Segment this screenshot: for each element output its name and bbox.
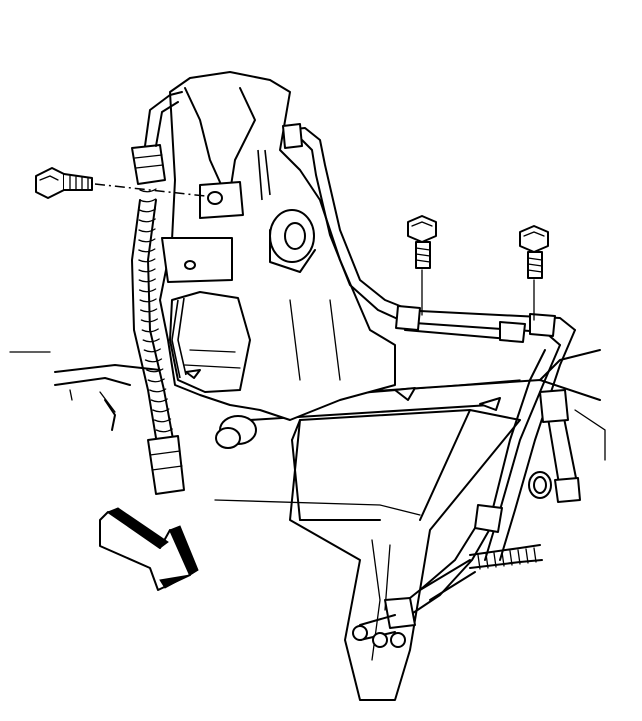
hose-rib xyxy=(138,248,156,253)
hose-rib xyxy=(138,208,157,213)
hose-rib xyxy=(139,298,157,303)
hose-rib xyxy=(153,418,172,423)
conduit-rib xyxy=(501,551,505,567)
hose-rib xyxy=(138,258,156,263)
hose-rib xyxy=(138,278,156,283)
hose-rib xyxy=(138,238,156,243)
steel-brake-lines xyxy=(282,123,581,561)
conduit-rib xyxy=(485,553,489,569)
conduit-rib xyxy=(509,550,513,566)
hose-rib xyxy=(155,428,173,433)
locating-tabs xyxy=(185,369,501,411)
conduit-rib xyxy=(517,549,521,565)
hose-rib xyxy=(138,288,157,293)
hose-rib xyxy=(144,358,163,363)
conduit-rib xyxy=(477,554,481,570)
hose-rib xyxy=(143,348,161,353)
conduit-rib xyxy=(525,548,529,564)
hose-rib xyxy=(139,188,157,193)
front-direction-arrow xyxy=(99,507,199,591)
mounting-bracket xyxy=(159,71,396,449)
conduit-rib xyxy=(493,552,497,568)
hose-rib xyxy=(142,338,160,343)
frame-rail xyxy=(289,409,521,701)
hose-rib xyxy=(147,378,165,383)
bolt-left xyxy=(35,167,206,199)
hose-rib xyxy=(146,368,164,373)
hose-rib xyxy=(138,218,156,223)
hose-rib xyxy=(152,408,170,413)
conduit-rib xyxy=(533,547,537,563)
hose-rib xyxy=(149,388,167,393)
hose-rib xyxy=(140,308,158,313)
brake-hose-left xyxy=(131,91,185,495)
hose-rib xyxy=(140,318,159,323)
hose-rib xyxy=(138,268,156,273)
hose-rib xyxy=(150,398,168,403)
hose-rib xyxy=(141,328,159,333)
lower-line-bundle xyxy=(352,504,543,648)
floor-panel-edge xyxy=(9,351,161,431)
hose-rib xyxy=(138,228,156,233)
hose-rib xyxy=(139,198,157,203)
bolt-center xyxy=(407,215,437,316)
bolt-right xyxy=(519,225,549,321)
